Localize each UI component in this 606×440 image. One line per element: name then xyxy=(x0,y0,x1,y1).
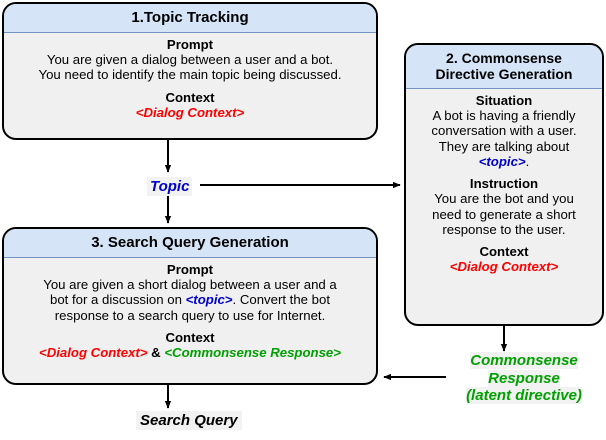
situation-line-1: A bot is having a friendly xyxy=(432,108,576,123)
spacer xyxy=(412,237,596,244)
prompt-label: Prompt xyxy=(166,37,214,52)
spacer xyxy=(10,323,370,330)
commonsense-response-label: Commonsense Response (latent directive) xyxy=(449,352,599,405)
context-label: Context xyxy=(479,244,529,260)
situation-line-3: They are talking about xyxy=(438,138,570,154)
commonsense-directive-body: Situation A bot is having a friendly con… xyxy=(406,89,602,324)
situation-label: Situation xyxy=(475,93,533,108)
search-query-generation-title: 3. Search Query Generation xyxy=(91,233,289,251)
situation-topic-placeholder: <topic> xyxy=(478,153,526,169)
prompt-label: Prompt xyxy=(166,262,214,277)
instruction-line-3: response to the user. xyxy=(442,221,566,237)
context-ampersand: & xyxy=(151,344,161,360)
prompt-line-1: You are given a short dialog between a u… xyxy=(43,277,337,292)
prompt-line-1: You are given a dialog between a user an… xyxy=(46,52,334,67)
topic-tracking-body: Prompt You are given a dialog between a … xyxy=(4,33,376,138)
prompt-line-2: bot for a discussion on <topic>. Convert… xyxy=(10,292,370,307)
topic-tracking-box[interactable]: 1.Topic Tracking Prompt You are given a … xyxy=(2,2,378,140)
situation-line-2: conversation with a user. xyxy=(431,123,577,139)
situation-period: . xyxy=(525,153,530,169)
context-commonsense-placeholder: <Commonsense Response> xyxy=(164,344,341,360)
context-dialog-placeholder: <Dialog Context> xyxy=(449,259,559,275)
situation-line-4: <topic>. xyxy=(412,154,596,169)
spacer xyxy=(412,169,596,176)
context-values: <Dialog Context> & <Commonsense Response… xyxy=(10,345,370,360)
context-dialog-placeholder: <Dialog Context> xyxy=(39,344,148,360)
instruction-line-2: need to generate a short xyxy=(432,206,576,222)
commonsense-directive-box[interactable]: 2. Commonsense Directive Generation Situ… xyxy=(404,43,604,326)
search-query-generation-header: 3. Search Query Generation xyxy=(4,229,376,258)
instruction-line-1: You are the bot and you xyxy=(434,191,574,207)
spacer xyxy=(10,83,370,90)
commonsense-response-line-2: Response xyxy=(488,369,560,387)
topic-tracking-title: 1.Topic Tracking xyxy=(131,8,249,26)
commonsense-directive-header: 2. Commonsense Directive Generation xyxy=(406,45,602,89)
commonsense-response-line-3: (latent directive) xyxy=(466,387,582,405)
instruction-label: Instruction xyxy=(469,176,539,192)
search-query-generation-box[interactable]: 3. Search Query Generation Prompt You ar… xyxy=(2,227,378,385)
commonsense-response-line-1: Commonsense xyxy=(470,352,578,369)
prompt-line-2-part-a: bot for a discussion on xyxy=(49,292,186,308)
commonsense-directive-title-line-1: 2. Commonsense xyxy=(446,49,562,66)
prompt-topic-placeholder: <topic> xyxy=(185,292,233,308)
prompt-line-2-part-b: . Convert the bot xyxy=(232,292,331,308)
prompt-line-2: You need to identify the main topic bein… xyxy=(38,67,342,83)
search-query-label: Search Query xyxy=(136,411,242,430)
search-query-generation-body: Prompt You are given a short dialog betw… xyxy=(4,258,376,383)
context-dialog-placeholder: <Dialog Context> xyxy=(135,104,245,120)
topic-label: Topic xyxy=(147,177,193,196)
context-label: Context xyxy=(165,329,215,345)
topic-tracking-header: 1.Topic Tracking xyxy=(4,4,376,33)
prompt-line-3: response to a search query to use for In… xyxy=(54,307,326,323)
context-label: Context xyxy=(165,89,215,105)
commonsense-directive-title-line-2: Directive Generation xyxy=(435,65,573,82)
